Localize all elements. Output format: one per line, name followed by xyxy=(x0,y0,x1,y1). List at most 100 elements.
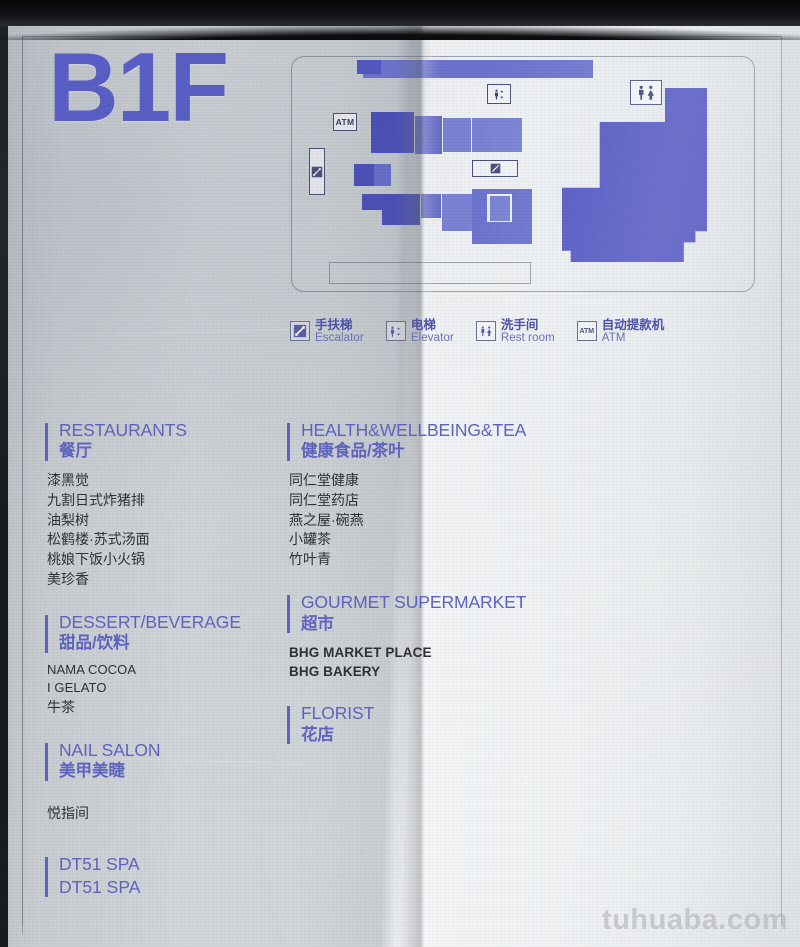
list-item[interactable]: BHG MARKET PLACE xyxy=(289,644,432,660)
list-item[interactable]: 同仁堂健康 xyxy=(289,471,359,488)
atm-marker[interactable]: ATM xyxy=(333,113,357,131)
category-nail-salon[interactable]: NAIL SALON 美甲美睫 xyxy=(45,740,285,783)
escalator-icon xyxy=(311,166,323,177)
category-dt51-spa[interactable]: DT51 SPA DT51 SPA xyxy=(45,854,285,898)
map-unit-low-c xyxy=(421,194,441,218)
category-title-cn: 花店 xyxy=(301,725,334,744)
legend-item-restroom: 洗手间 Rest room xyxy=(475,318,555,345)
map-unit-anchor-store xyxy=(562,122,707,262)
escalator-marker-center[interactable] xyxy=(472,160,518,177)
map-unit-left-a xyxy=(371,112,414,153)
category-title-cn: 美甲美睫 xyxy=(59,761,125,780)
shop-list-health-wellbeing-tea: 同仁堂健康 同仁堂药店 燕之屋·碗燕 小罐茶 竹叶青 xyxy=(287,471,537,570)
map-unit-top-right xyxy=(491,60,593,70)
directory-column-right: HEALTH&WELLBEING&TEA 健康食品/茶叶 同仁堂健康 同仁堂药店… xyxy=(287,420,537,752)
category-heading: GOURMET SUPERMARKET 超市 xyxy=(287,592,537,635)
escalator-marker-left[interactable] xyxy=(309,148,325,195)
category-heading: HEALTH&WELLBEING&TEA 健康食品/茶叶 xyxy=(287,420,537,463)
category-title-en: HEALTH&WELLBEING&TEA xyxy=(301,420,527,440)
list-item[interactable]: 漆黑觉 xyxy=(47,471,89,488)
list-item[interactable]: 燕之屋·碗燕 xyxy=(289,511,364,528)
legend-item-atm: ATM 自动提款机 ATM xyxy=(576,318,665,345)
category-title-en: NAIL SALON xyxy=(59,739,161,760)
elevator-icon xyxy=(385,321,406,341)
map-legend: 手扶梯 Escalator 电梯 Elevator xyxy=(290,318,690,358)
category-gourmet-supermarket[interactable]: GOURMET SUPERMARKET 超市 xyxy=(287,592,537,635)
elevator-marker-center[interactable] xyxy=(487,84,511,104)
legend-label-cn: 电梯 xyxy=(410,318,436,332)
category-title-cn: 餐厅 xyxy=(59,442,92,461)
photo-top-shadow xyxy=(0,0,800,26)
floor-map[interactable]: ATM xyxy=(291,56,755,292)
legend-label-en: ATM xyxy=(601,332,626,344)
category-title-en: DESSERT/BEVERAGE xyxy=(59,612,241,633)
category-florist[interactable]: FLORIST 花店 xyxy=(287,703,537,746)
map-unit-left-c xyxy=(443,118,471,152)
map-unit-low-a xyxy=(362,194,386,210)
category-heading: RESTAURANTS 餐厅 xyxy=(45,420,285,463)
list-item[interactable]: 松鹤楼·苏式汤面 xyxy=(47,531,150,548)
list-item[interactable]: I GELATO xyxy=(47,680,107,696)
category-heading: NAIL SALON 美甲美睫 xyxy=(45,740,285,783)
map-unit-low-b xyxy=(382,194,420,225)
category-heading: DESSERT/BEVERAGE 甜品/饮料 xyxy=(45,612,285,655)
category-heading: FLORIST 花店 xyxy=(287,703,537,746)
category-title-en: RESTAURANTS xyxy=(59,420,187,440)
legend-item-escalator: 手扶梯 Escalator xyxy=(290,318,364,345)
legend-label-en: Escalator xyxy=(315,332,364,344)
list-item[interactable]: NAMA COCOA xyxy=(47,661,137,677)
list-item[interactable]: BHG BAKERY xyxy=(289,664,381,680)
legend-label-cn: 洗手间 xyxy=(500,318,539,332)
list-item[interactable]: 小罐茶 xyxy=(289,531,331,548)
category-title-en: DT51 SPA xyxy=(59,854,140,875)
map-unit-top-band-2 xyxy=(357,60,381,74)
map-unit-anchor-top-tab xyxy=(665,88,707,124)
map-corridor-outline xyxy=(329,262,531,284)
escalator-icon xyxy=(290,321,310,341)
category-title-en: GOURMET SUPERMARKET xyxy=(301,592,527,613)
shop-list-nail-salon: 悦指间 xyxy=(45,804,285,824)
shop-list-gourmet-supermarket: BHG MARKET PLACE BHG BAKERY xyxy=(287,643,537,681)
list-item[interactable]: 油梨树 xyxy=(47,511,89,528)
map-unit-center-inner xyxy=(490,196,510,221)
category-title-cn: 甜品/饮料 xyxy=(59,634,130,653)
list-item[interactable]: 桃娘下饭小火锅 xyxy=(47,551,145,568)
legend-item-elevator: 电梯 Elevator xyxy=(385,318,454,345)
page-border-rule-left xyxy=(22,36,23,934)
list-item[interactable]: 九割日式炸猪排 xyxy=(47,491,145,508)
list-item[interactable]: 悦指间 xyxy=(47,805,89,822)
category-health-wellbeing-tea[interactable]: HEALTH&WELLBEING&TEA 健康食品/茶叶 xyxy=(287,420,537,463)
legend-label-en: Rest room xyxy=(500,332,555,344)
category-title-cn: 超市 xyxy=(301,614,334,633)
shop-list-dessert-beverage: NAMA COCOA I GELATO 牛茶 xyxy=(45,661,285,718)
escalator-icon xyxy=(490,163,500,174)
category-title-cn: 健康食品/茶叶 xyxy=(301,442,405,461)
map-unit-left-b xyxy=(415,116,442,154)
restroom-marker-right[interactable] xyxy=(630,80,662,105)
legend-label-cn: 自动提款机 xyxy=(601,318,665,332)
category-title-en: FLORIST xyxy=(301,703,375,724)
list-item[interactable]: 美珍香 xyxy=(47,571,89,588)
atm-icon: ATM xyxy=(576,321,597,341)
legend-label-en: Elevator xyxy=(410,332,454,344)
shop-list-restaurants: 漆黑觉 九割日式炸猪排 油梨树 松鹤楼·苏式汤面 桃娘下饭小火锅 美珍香 xyxy=(45,471,285,590)
category-heading: DT51 SPA DT51 SPA xyxy=(45,854,285,898)
category-title-cn: DT51 SPA xyxy=(59,876,141,897)
restroom-icon xyxy=(475,321,496,341)
category-dessert-beverage[interactable]: DESSERT/BEVERAGE 甜品/饮料 xyxy=(45,612,285,655)
category-restaurants[interactable]: RESTAURANTS 餐厅 xyxy=(45,420,285,463)
map-unit-mid-left-a xyxy=(354,164,374,186)
list-item[interactable]: 牛茶 xyxy=(47,698,75,715)
elevator-icon xyxy=(494,89,503,99)
map-unit-left-d xyxy=(472,118,522,152)
legend-label-cn: 手扶梯 xyxy=(315,318,353,332)
floor-map-frame xyxy=(291,56,755,292)
map-unit-mid-left-b xyxy=(374,164,391,186)
list-item[interactable]: 同仁堂药店 xyxy=(289,491,359,508)
list-item[interactable]: 竹叶青 xyxy=(289,551,331,568)
floor-label: B1F xyxy=(48,32,229,142)
restroom-icon xyxy=(638,85,654,100)
map-unit-low-d xyxy=(442,194,472,231)
directory-column-left: RESTAURANTS 餐厅 漆黑觉 九割日式炸猪排 油梨树 松鹤楼·苏式汤面 … xyxy=(45,420,285,904)
